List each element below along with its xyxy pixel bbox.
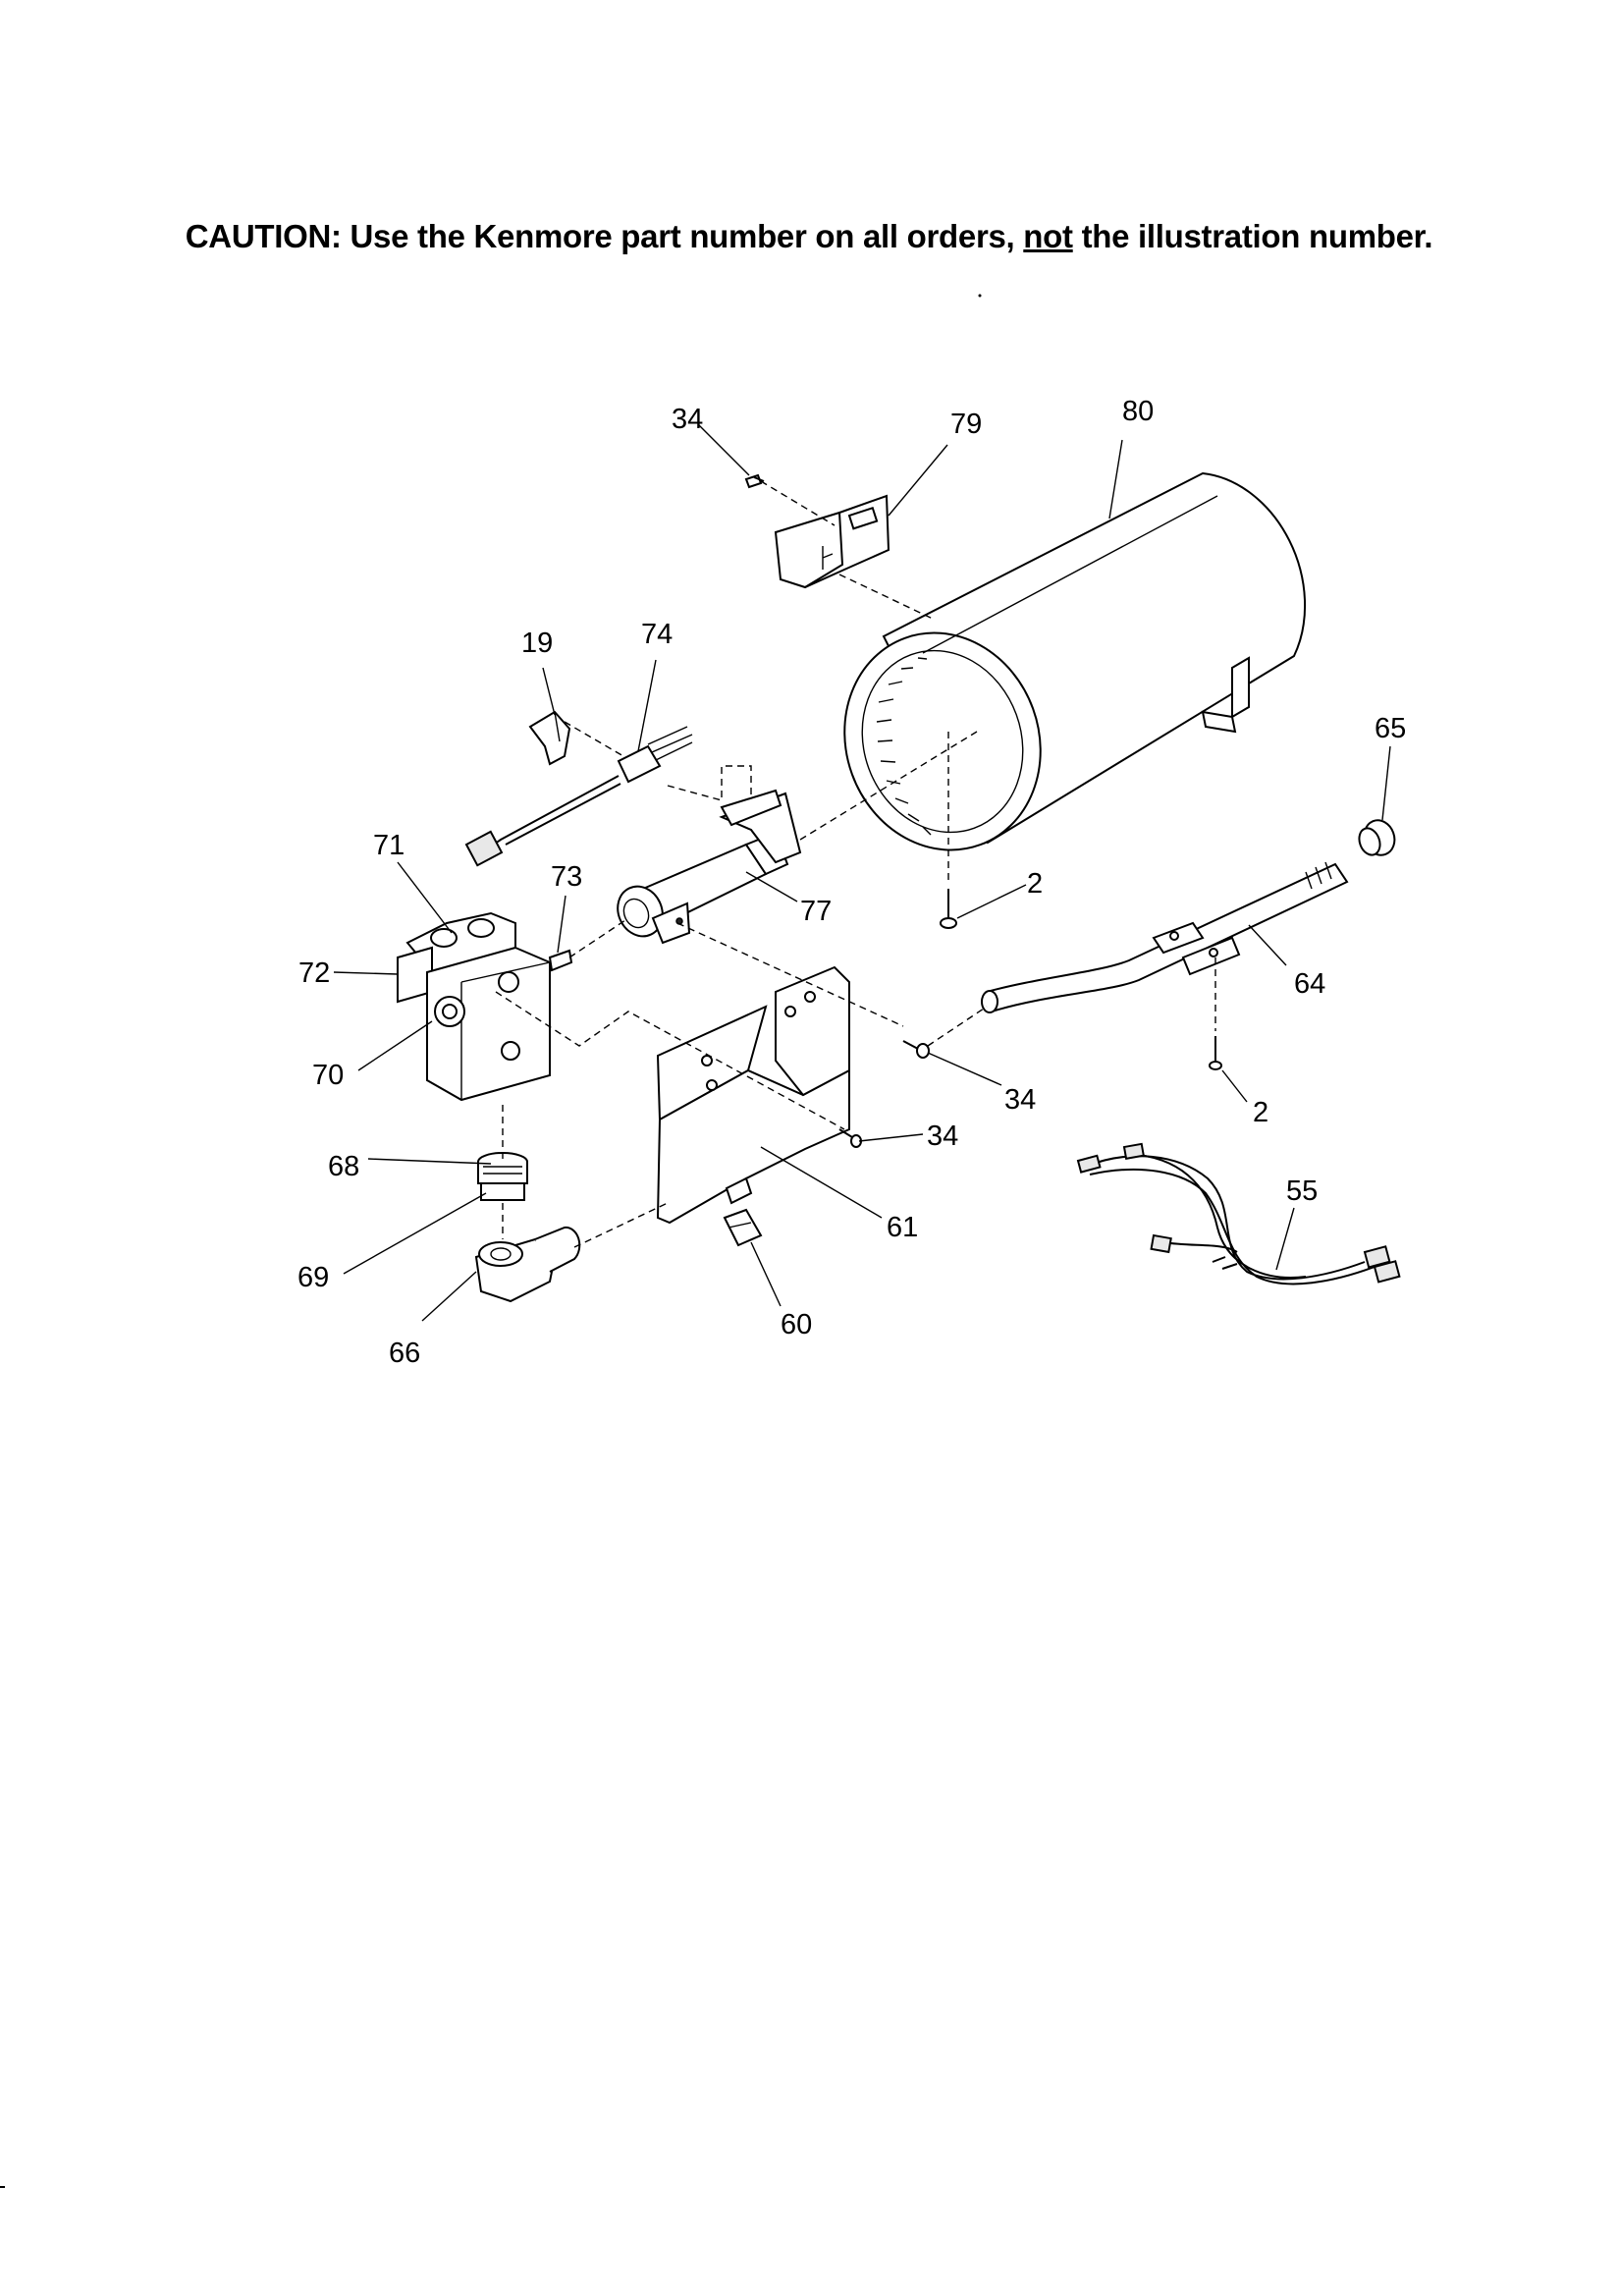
callout-60: 60	[781, 1309, 812, 1340]
assembly-guide-lines	[495, 480, 1216, 1248]
callout-55: 55	[1286, 1175, 1318, 1207]
callout-2-pipe: 2	[1253, 1097, 1268, 1128]
callout-66: 66	[389, 1338, 420, 1369]
callout-74: 74	[641, 619, 673, 650]
gas-valve	[397, 911, 573, 1102]
burner-shield	[656, 965, 850, 1225]
leader-lines	[333, 424, 1391, 1322]
callout-65: 65	[1375, 713, 1406, 744]
caution-suffix: the illustration number.	[1072, 218, 1433, 254]
small-clip	[723, 1208, 763, 1247]
gas-supply-pipe	[981, 861, 1349, 1013]
pipe-cap	[1358, 819, 1396, 856]
callout-69: 69	[297, 1262, 329, 1293]
burner-tube	[617, 789, 802, 945]
callout-19: 19	[521, 628, 553, 659]
callout-68: 68	[328, 1151, 359, 1182]
screw-34-low	[838, 1128, 862, 1148]
screw-2-drum	[940, 889, 957, 929]
callout-73: 73	[551, 861, 582, 893]
callout-2-drum: 2	[1027, 868, 1043, 900]
callout-labels: 34 79 80 19 74 65 71 73 72 77 2 64 70 34…	[297, 396, 1406, 1369]
callout-72: 72	[298, 957, 330, 989]
callout-64: 64	[1294, 968, 1325, 1000]
gas-elbow	[474, 1226, 581, 1303]
screw-34-mid	[902, 1040, 930, 1059]
callout-34-low: 34	[927, 1121, 958, 1152]
wire-harness	[1076, 1142, 1401, 1285]
callout-80: 80	[1122, 396, 1154, 427]
caution-emphasis: not	[1023, 218, 1073, 254]
callout-79: 79	[950, 409, 982, 440]
callout-34-top: 34	[672, 404, 703, 435]
screw-34-top	[744, 473, 765, 489]
callout-71: 71	[373, 830, 404, 861]
caution-prefix: CAUTION: Use the Kenmore part number on …	[185, 218, 1024, 254]
igniter-clip	[528, 710, 571, 766]
callout-61: 61	[887, 1212, 918, 1243]
igniter-assembly	[464, 726, 693, 867]
edge-mark	[0, 2186, 5, 2188]
heater-drum	[843, 471, 1307, 851]
callout-70: 70	[312, 1060, 344, 1091]
callout-77: 77	[800, 896, 832, 927]
callout-34-mid: 34	[1004, 1084, 1036, 1116]
sensor-bracket	[774, 494, 890, 589]
screw-2-pipe	[1209, 1036, 1222, 1070]
stray-dot	[978, 294, 982, 298]
caution-notice: CAUTION: Use the Kenmore part number on …	[0, 218, 1618, 255]
